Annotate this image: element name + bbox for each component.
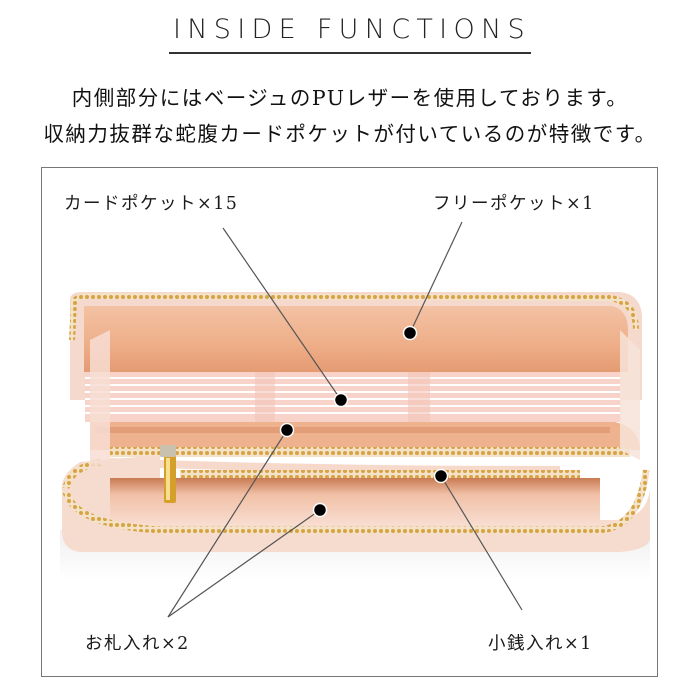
marker-dot-free-pocket — [402, 325, 418, 341]
callout-line-bill-2 — [167, 509, 321, 618]
page-title: INSIDE FUNCTIONS — [169, 14, 531, 54]
label-coin-purse: 小銭入れ×1 — [488, 634, 593, 654]
marker-dot-bill-lower — [312, 502, 328, 518]
marker-dot-coin-purse — [433, 468, 449, 484]
marker-dot-card-pocket — [333, 392, 349, 408]
label-free-pocket: フリーポケット×1 — [433, 194, 595, 214]
callout-line-bill-1 — [167, 429, 288, 618]
intro-line-1: 内側部分にはベージュのPUレザーを使用しております。 — [71, 86, 629, 110]
header: INSIDE FUNCTIONS — [0, 14, 700, 54]
label-card-pocket: カードポケット×15 — [64, 194, 239, 214]
callout-line-coin — [440, 475, 523, 611]
callout-line-card-pocket — [222, 227, 342, 401]
callout-line-free-pocket — [409, 221, 463, 334]
intro-line-2: 収納力抜群な蛇腹カードポケットが付いているのが特徴です。 — [43, 122, 657, 146]
marker-dot-bill-upper — [279, 422, 295, 438]
label-bill-compartment: お札入れ×2 — [85, 634, 190, 654]
